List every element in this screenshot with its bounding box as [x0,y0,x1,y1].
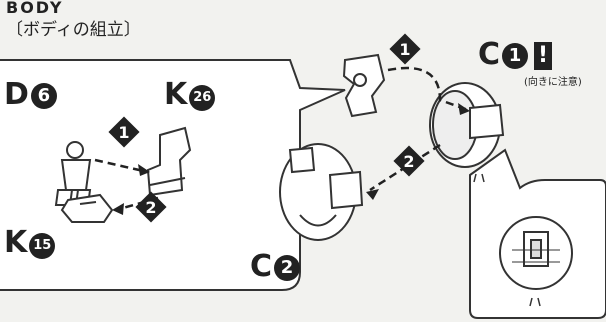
warning-icon: ! [534,42,553,70]
part-c2-body-half [279,143,364,241]
section-subtitle: 〔ボディの組立〕 [6,20,141,40]
step-diamond-icon: 1 [108,116,140,148]
step-diamond-icon: 2 [393,145,425,177]
arrow-icon [366,189,379,200]
step-one-label: 1 [399,40,410,59]
step-two-label: 2 [145,198,156,217]
arrow-icon [458,103,470,115]
orientation-note: (向きに注意) [524,77,582,88]
tick-mark [529,297,541,307]
part-k15-bracket [60,193,114,223]
step-two-label: 2 [403,152,414,171]
step-diamond-icon: 2 [135,191,167,223]
arrow-icon [138,164,150,176]
step-one-label: 1 [118,123,129,142]
section-title: BODY [6,0,64,17]
detail-slot-view [499,216,573,290]
arrow-icon [112,203,124,215]
tick-mark [473,173,485,183]
assembled-seat-top [342,53,386,118]
part-k26-seat [146,126,192,197]
arrow-seat-to-c1 [387,66,469,112]
step-diamond-icon: 1 [389,33,421,65]
